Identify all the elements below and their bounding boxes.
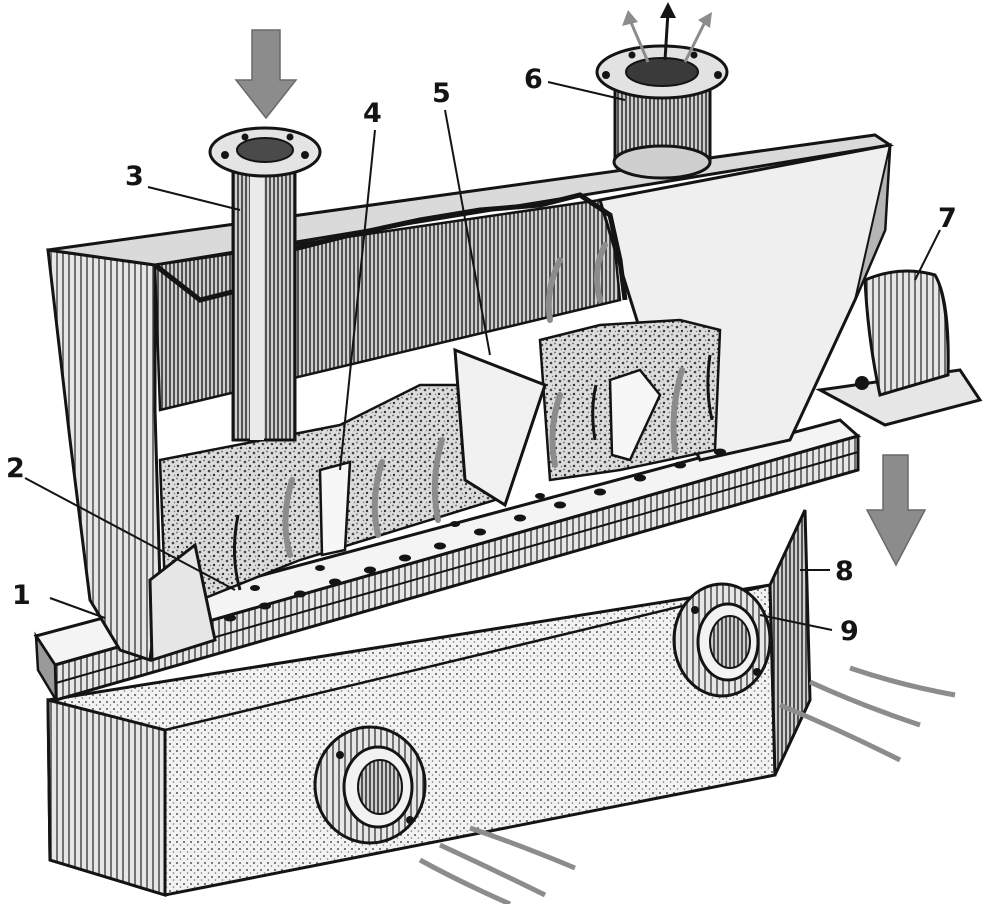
airflow-arrow-icon: [282, 242, 685, 558]
outlet-pipe: [595, 44, 729, 180]
callout-2: 2: [6, 453, 25, 484]
callout-5: 5: [432, 78, 451, 109]
perforation-holes: [224, 448, 726, 622]
arrow-up-icon: [622, 2, 712, 63]
leader-lines: [24, 81, 941, 631]
airflow-arrow-icon: [779, 665, 956, 763]
callout-6: 6: [524, 64, 543, 95]
callout-9: 9: [840, 616, 859, 647]
callout-8: 8: [835, 556, 854, 587]
callout-4: 4: [363, 98, 382, 129]
lower-air-plenum: [46, 509, 812, 898]
inlet-pipe: [208, 126, 322, 442]
airflow-arrow-icon: [418, 825, 576, 907]
callout-1: 1: [12, 580, 31, 611]
arrow-down-icon: [234, 29, 298, 120]
arrow-down-icon: [865, 454, 927, 567]
blower-motor: [815, 269, 983, 427]
air-nozzle-right: [672, 582, 772, 698]
callout-7: 7: [938, 203, 957, 234]
airflow-arrow-icon: [232, 354, 714, 591]
air-nozzle-left: [313, 725, 427, 845]
distributor-plate: [33, 418, 862, 705]
callout-3: 3: [125, 161, 144, 192]
